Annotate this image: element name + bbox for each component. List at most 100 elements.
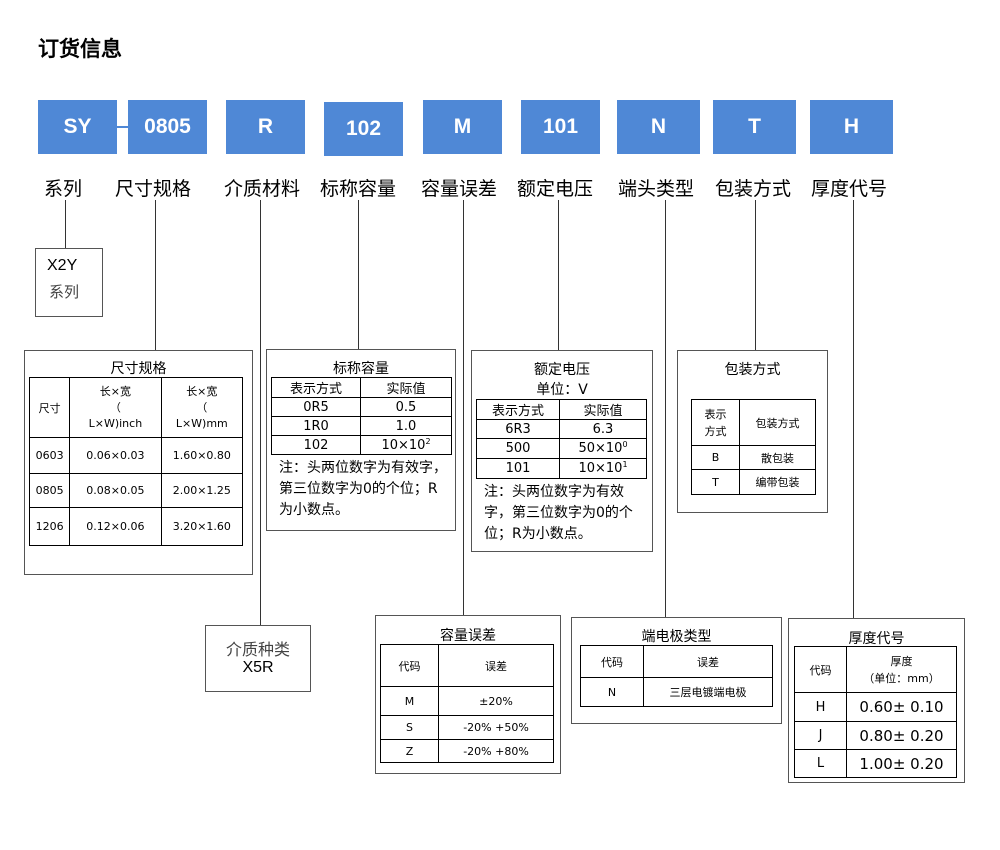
label-termination: 端头类型: [618, 178, 695, 200]
packaging-header-type: 包装方式: [739, 399, 816, 446]
connector-termination: [665, 200, 666, 617]
size-cell: 1.60×0.80: [160, 437, 244, 474]
code-thickness: H: [810, 100, 893, 154]
thickness-box-title: 厚度代号: [848, 631, 905, 647]
tolerance-header-value: 误差: [438, 644, 554, 687]
thickness-cell: J: [794, 721, 847, 750]
tolerance-header-code: 代码: [380, 644, 439, 687]
thickness-box: 厚度代号 代码 厚度 （单位：mm） H 0.60± 0.10 J 0.80± …: [788, 618, 965, 783]
packaging-header-code: 表示 方式: [691, 399, 740, 446]
packaging-cell: 散包装: [739, 445, 816, 470]
size-header-size: 尺寸: [28, 377, 71, 438]
termination-header-code: 代码: [580, 645, 644, 678]
size-header-mm: 长×宽 （ L×W)mm: [160, 377, 244, 438]
termination-cell: 三层电镀端电极: [643, 677, 773, 707]
termination-header-type: 误差: [643, 645, 773, 678]
thickness-cell: 0.80± 0.20: [846, 721, 957, 750]
capacitance-cell: 102: [271, 435, 361, 455]
table-row: L 1.00± 0.20: [794, 749, 957, 778]
connector-dielectric: [260, 200, 261, 625]
code-dielectric: R: [226, 100, 305, 154]
table-row: Z -20% +80%: [380, 739, 554, 763]
series-connector: [117, 126, 128, 128]
size-cell: 0.08×0.05: [69, 473, 162, 508]
termination-box-title: 端电极类型: [641, 629, 712, 645]
termination-box: 端电极类型 代码 误差 N 三层电镀端电极: [571, 617, 782, 724]
table-row: 500 50×100: [476, 438, 647, 459]
connector-capacitance: [358, 200, 359, 349]
connector-packaging: [755, 200, 756, 350]
connector-size: [155, 200, 156, 350]
label-thickness: 厚度代号: [811, 178, 888, 200]
table-row: 6R3 6.3: [476, 419, 647, 439]
connector-thickness: [853, 200, 854, 618]
table-row: 1206 0.12×0.06 3.20×1.60: [28, 507, 244, 546]
tolerance-cell: -20% +80%: [438, 739, 554, 763]
code-tolerance: M: [423, 100, 502, 154]
capacitance-cell: 1R0: [271, 416, 361, 436]
voltage-table: 表示方式 实际值 6R3 6.3 500 50×100 101 10×101: [476, 399, 647, 479]
size-cell: 0805: [28, 473, 71, 508]
capacitance-note: 注：头两位数字为有效字，第三位数字为0的个位；R为小数点。: [279, 460, 447, 518]
label-packaging: 包装方式: [715, 178, 792, 200]
thickness-cell: 1.00± 0.20: [846, 749, 957, 778]
label-voltage: 额定电压: [517, 178, 594, 200]
tolerance-cell: ±20%: [438, 686, 554, 716]
table-row: H 0.60± 0.10: [794, 692, 957, 722]
tolerance-cell: -20% +50%: [438, 715, 554, 740]
voltage-cell: 500: [476, 438, 560, 459]
capacitance-box: 标称容量 表示方式 实际值 0R5 0.5 1R0 1.0 102 10×102…: [266, 349, 456, 531]
capacitance-table: 表示方式 实际值 0R5 0.5 1R0 1.0 102 10×102: [271, 377, 452, 455]
voltage-cell: 10×101: [559, 458, 647, 479]
termination-cell: N: [580, 677, 644, 707]
tolerance-box: 容量误差 代码 误差 M ±20% S -20% +50% Z -20% +80…: [375, 615, 561, 774]
size-cell: 2.00×1.25: [160, 473, 244, 508]
page-title: 订货信息: [38, 37, 122, 61]
tolerance-cell: M: [380, 686, 439, 716]
voltage-header-code: 表示方式: [476, 399, 560, 420]
packaging-cell: B: [691, 445, 740, 470]
table-row: 0805 0.08×0.05 2.00×1.25: [28, 473, 244, 508]
size-table: 尺寸 长×宽 （ L×W)inch 长×宽 （ L×W)mm 0603 0.06…: [28, 377, 244, 546]
thickness-cell: 0.60± 0.10: [846, 692, 957, 722]
packaging-box: 包装方式 表示 方式 包装方式 B 散包装 T 编带包装: [677, 350, 828, 513]
tolerance-box-title: 容量误差: [440, 628, 496, 644]
size-box-title: 尺寸规格: [110, 361, 167, 377]
size-cell: 1206: [28, 507, 71, 546]
size-cell: 3.20×1.60: [160, 507, 244, 546]
packaging-cell: T: [691, 469, 740, 495]
table-row: 0R5 0.5: [271, 397, 452, 417]
dielectric-caption: 介质种类: [225, 640, 290, 659]
voltage-box-title: 额定电压: [534, 362, 590, 378]
code-size: 0805: [128, 100, 207, 154]
table-row: 102 10×102: [271, 435, 452, 455]
connector-series: [65, 200, 66, 248]
voltage-unit: 单位：V: [536, 382, 588, 398]
voltage-cell: 6.3: [559, 419, 647, 439]
termination-table: 代码 误差 N 三层电镀端电极: [580, 645, 773, 707]
tolerance-table: 代码 误差 M ±20% S -20% +50% Z -20% +80%: [380, 644, 554, 763]
table-row: M ±20%: [380, 686, 554, 716]
voltage-note: 注：头两位数字为有效字，第三位数字为0的个位；R为小数点。: [484, 484, 633, 542]
label-tolerance: 容量误差: [421, 178, 498, 200]
label-size: 尺寸规格: [115, 178, 192, 200]
dielectric-box: 介质种类 X5R: [205, 625, 311, 692]
series-value: X2Y: [47, 257, 78, 274]
voltage-cell: 101: [476, 458, 560, 479]
thickness-cell: H: [794, 692, 847, 722]
code-series: SY: [38, 100, 117, 154]
size-header-inch: 长×宽 （ L×W)inch: [69, 377, 162, 438]
packaging-box-title: 包装方式: [724, 362, 781, 378]
table-row: B 散包装: [691, 445, 816, 470]
label-capacitance: 标称容量: [320, 178, 397, 200]
code-packaging: T: [713, 100, 796, 154]
size-cell: 0.12×0.06: [69, 507, 162, 546]
dielectric-value: X5R: [242, 659, 274, 676]
code-capacitance: 102: [324, 102, 403, 156]
voltage-box: 额定电压 单位：V 表示方式 实际值 6R3 6.3 500 50×100 10…: [471, 350, 653, 552]
series-box: X2Y 系列: [35, 248, 103, 317]
size-cell: 0603: [28, 437, 71, 474]
capacitance-cell: 0.5: [360, 397, 452, 417]
capacitance-header-value: 实际值: [360, 377, 452, 398]
thickness-header-code: 代码: [794, 646, 847, 693]
